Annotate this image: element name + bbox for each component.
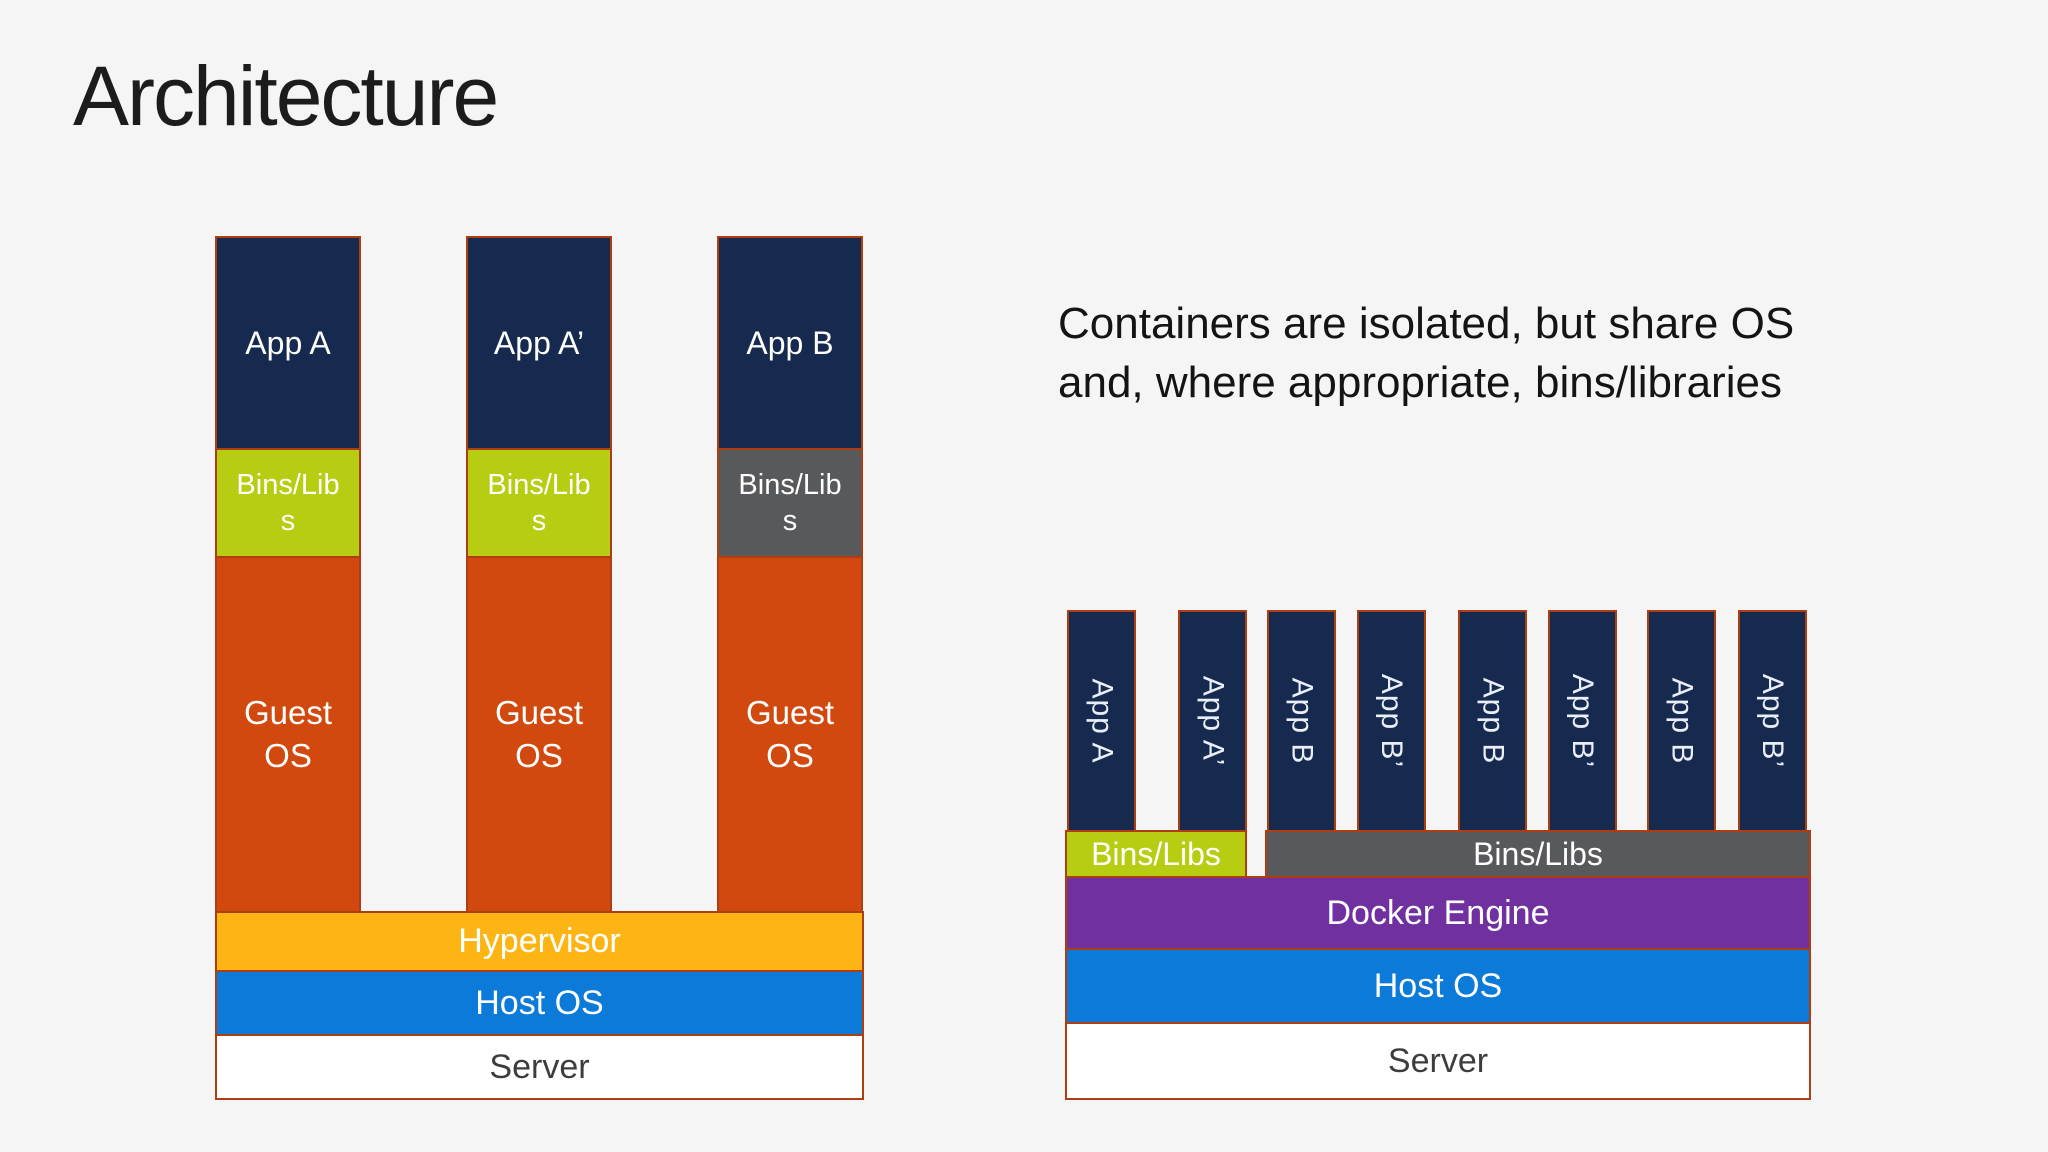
- container-app-label: App A: [1085, 678, 1119, 764]
- vm-app-box: App A’: [466, 236, 612, 450]
- container-app-bar: App B’: [1548, 610, 1617, 832]
- docker-engine-bar: Docker Engine: [1065, 876, 1811, 950]
- container-app-label: App B’: [1756, 673, 1790, 769]
- vm-app-box: App A: [215, 236, 361, 450]
- bins-shared-gray-bar: Bins/Libs: [1265, 830, 1811, 878]
- vm-guest-os-box: Guest OS: [466, 556, 612, 913]
- container-app-bar: App B: [1647, 610, 1716, 832]
- container-app-bar: App B’: [1357, 610, 1426, 832]
- vm-bins-box: Bins/Libs: [215, 448, 361, 558]
- container-app-bar: App A’: [1178, 610, 1247, 832]
- container-app-label: App B’: [1566, 673, 1600, 769]
- hypervisor-bar: Hypervisor: [215, 911, 864, 972]
- container-app-bar: App B: [1458, 610, 1527, 832]
- bins-shared-green-bar: Bins/Libs: [1065, 830, 1247, 878]
- container-app-label: App B: [1476, 677, 1510, 765]
- vm-guest-os-box: Guest OS: [717, 556, 863, 913]
- vm-bins-box: Bins/Libs: [466, 448, 612, 558]
- container-app-bar: App B’: [1738, 610, 1807, 832]
- server-bar: Server: [215, 1034, 864, 1100]
- page-title: Architecture: [73, 49, 499, 143]
- vm-app-box: App B: [717, 236, 863, 450]
- server-bar: Server: [1065, 1022, 1811, 1100]
- host-os-bar: Host OS: [215, 970, 864, 1036]
- container-app-bar: App B: [1267, 610, 1336, 832]
- vm-bins-box: Bins/Libs: [717, 448, 863, 558]
- vm-guest-os-box: Guest OS: [215, 556, 361, 913]
- container-app-label: App B: [1285, 677, 1319, 765]
- container-app-label: App B’: [1375, 673, 1409, 769]
- container-app-label: App A’: [1196, 675, 1230, 767]
- containers-note-text: Containers are isolated, but share OS an…: [1058, 299, 1795, 407]
- container-app-bar: App A: [1067, 610, 1136, 832]
- host-os-bar: Host OS: [1065, 948, 1811, 1024]
- container-app-label: App B: [1665, 677, 1699, 765]
